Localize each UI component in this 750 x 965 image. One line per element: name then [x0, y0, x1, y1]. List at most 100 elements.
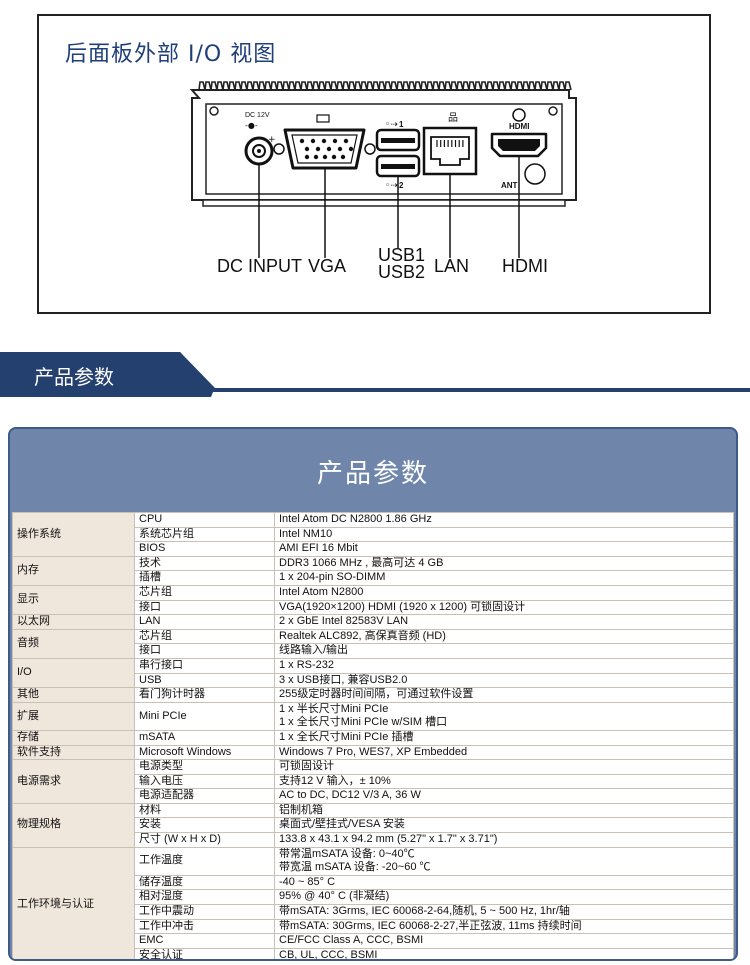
spec-item: LAN — [134, 614, 275, 630]
svg-text:-●-: -●- — [245, 121, 258, 130]
spec-row: 储存温度-40 ~ 85° C — [13, 874, 734, 891]
spec-table-title: 产品参数 — [316, 458, 429, 489]
spec-value: AMI EFI 16 Mbit — [274, 541, 734, 557]
spec-item: 电源适配器 — [134, 788, 275, 804]
label-hdmi: HDMI — [502, 256, 548, 276]
antenna-hole — [524, 163, 546, 185]
spec-item: USB — [134, 672, 275, 689]
spec-item: 接口 — [134, 599, 275, 616]
ant-text: ANT — [501, 181, 518, 190]
spec-value: 线路输入/输出 — [274, 643, 734, 659]
spec-item: mSATA — [134, 729, 275, 746]
spec-value: CB, UL, CCC, BSMI — [274, 947, 734, 959]
spec-item: 安全认证 — [134, 947, 275, 959]
spec-item: 储存温度 — [134, 874, 275, 891]
spec-item: 工作中震动 — [134, 904, 275, 920]
spec-value: Intel NM10 — [274, 526, 734, 543]
spec-row: 安装桌面式/壁挂式/VESA 安装 — [13, 817, 734, 834]
spec-item: 芯片组 — [134, 628, 275, 645]
chassis-bottom — [202, 199, 566, 207]
spec-value: AC to DC, DC12 V/3 A, 36 W — [274, 788, 734, 804]
spec-value: 133.8 x 43.1 x 94.2 mm (5.27" x 1.7" x 3… — [274, 832, 734, 848]
svg-text:◦⇢: ◦⇢ — [385, 181, 398, 191]
spec-value: CE/FCC Class A, CCC, BSMI — [274, 933, 734, 949]
spec-item: 电源类型 — [134, 759, 275, 775]
spec-item: 工作温度 — [134, 846, 275, 876]
spec-value: 2 x GbE Intel 82583V LAN — [274, 614, 734, 630]
section-banner: 产品参数 — [0, 352, 750, 397]
spec-category: I/O — [12, 657, 135, 689]
spec-item: BIOS — [134, 541, 275, 557]
spec-item: 尺寸 (W x H x D) — [134, 832, 275, 848]
spec-value: 带mSATA: 30Grms, IEC 60068-2-27,半正弦波, 11m… — [274, 918, 734, 935]
device-rear-illustration: DC 12V + -●- ◦⇢ 1 ◦⇢ 2 品 HDMI ANT — [189, 81, 577, 258]
spec-value: Intel Atom N2800 — [274, 584, 734, 601]
dc-12v-text: DC 12V — [245, 112, 270, 119]
label-vga: VGA — [308, 256, 347, 276]
spec-value: -40 ~ 85° C — [274, 874, 734, 891]
label-usb1: USB1 — [378, 245, 426, 265]
rear-io-panel: 后面板外部 I/O 视图 DC 12V + -●- ◦⇢ 1 ◦⇢ 2 — [37, 14, 711, 314]
label-dc-input: DC INPUT — [217, 256, 302, 276]
spec-item: 芯片组 — [134, 584, 275, 601]
spec-item: 相对湿度 — [134, 889, 275, 906]
hdmi-logo-text: HDMI — [509, 122, 529, 131]
spec-item: CPU — [134, 512, 275, 528]
spec-value: 可锁固设计 — [274, 759, 734, 775]
label-lan: LAN — [434, 256, 470, 276]
spec-category: 音频 — [12, 628, 135, 659]
spec-row: 物理规格材料铝制机箱 — [12, 802, 734, 848]
spec-value-line: 带常温mSATA 设备: 0~40℃ — [279, 847, 415, 860]
spec-item: 材料 — [134, 802, 275, 819]
spec-value: 桌面式/壁挂式/VESA 安装 — [274, 817, 734, 834]
spec-item: 看门狗计时器 — [134, 687, 275, 703]
spec-value: Intel Atom DC N2800 1.86 GHz — [274, 512, 734, 528]
spec-row: 工作中震动带mSATA: 3Grms, IEC 60068-2-64,随机, 5… — [13, 904, 734, 920]
spec-category: 其他 — [12, 687, 135, 703]
spec-item: 系统芯片组 — [134, 526, 275, 543]
spec-value: 1 x 204-pin SO-DIMM — [274, 570, 734, 586]
lan-icon-mark: 品 — [448, 112, 458, 124]
spec-value: 3 x USB接口, 兼容USB2.0 — [274, 672, 734, 689]
spec-value: 255级定时器时间间隔，可通过软件设置 — [274, 687, 734, 703]
spec-item: 技术 — [134, 555, 275, 572]
usb2-mark: 2 — [399, 181, 404, 190]
spec-item: 接口 — [134, 643, 275, 659]
spec-item: 串行接口 — [134, 657, 275, 674]
spec-category: 内存 — [12, 555, 135, 586]
spec-item: 输入电压 — [134, 773, 275, 790]
spec-value: 铝制机箱 — [274, 802, 734, 819]
spec-value: DDR3 1066 MHz , 最高可达 4 GB — [274, 555, 734, 572]
spec-value: 带mSATA: 3Grms, IEC 60068-2-64,随机, 5 ~ 50… — [274, 904, 734, 920]
leader-lines — [258, 156, 520, 258]
spec-category: 电源需求 — [12, 759, 135, 804]
spec-item: Microsoft Windows — [134, 744, 275, 761]
label-usb2: USB2 — [378, 262, 426, 282]
spec-value: Realtek ALC892, 高保真音频 (HD) — [274, 628, 734, 645]
spec-value: VGA(1920×1200) HDMI (1920 x 1200) 可锁固设计 — [274, 599, 734, 616]
spec-value-line: 带宽温 mSATA 设备: -20~60 ℃ — [279, 861, 431, 874]
spec-item: 插槽 — [134, 570, 275, 586]
spec-row: 尺寸 (W x H x D)133.8 x 43.1 x 94.2 mm (5.… — [13, 832, 734, 848]
spec-value: 支持12 V 输入，± 10% — [274, 773, 734, 790]
spec-category: 存储 — [12, 729, 135, 746]
spec-item: 安装 — [134, 817, 275, 834]
spec-row: 电源需求电源类型可锁固设计 — [12, 759, 734, 804]
spec-item: 工作中冲击 — [134, 918, 275, 935]
banner-shape — [0, 352, 750, 397]
